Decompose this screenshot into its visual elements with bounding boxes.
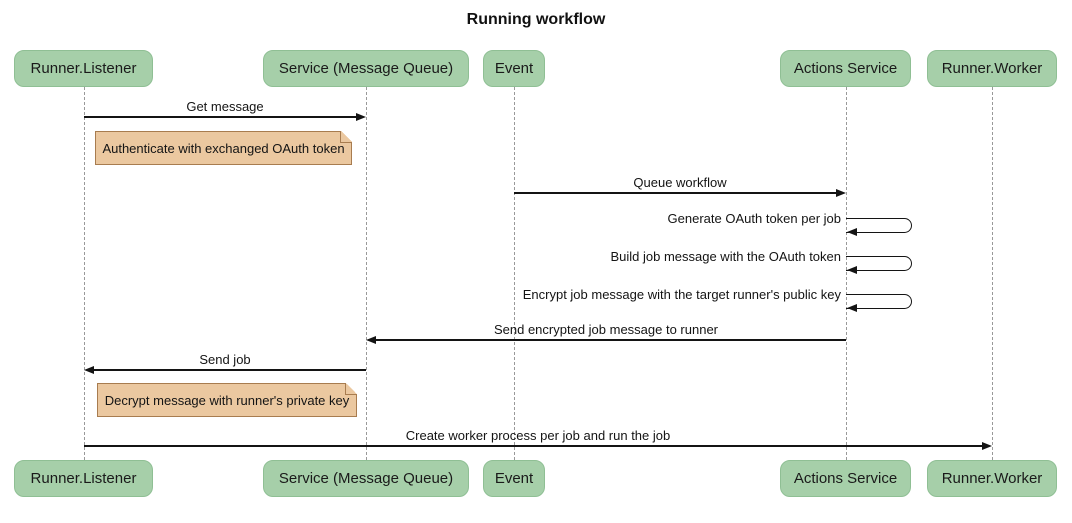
message-label: Queue workflow — [633, 175, 727, 190]
participant-bottom-service-message-queue: Service (Message Queue) — [263, 460, 469, 497]
participant-top-runner-listener: Runner.Listener — [14, 50, 153, 87]
message-label: Send encrypted job message to runner — [493, 322, 719, 337]
message-label: Build job message with the OAuth token — [610, 249, 841, 264]
arrowhead-left-icon — [847, 303, 857, 312]
self-loop — [846, 294, 912, 309]
lifeline-event — [514, 87, 515, 460]
arrowhead-left-icon — [847, 265, 857, 274]
diagram-title: Running workflow — [466, 11, 606, 28]
participant-bottom-runner-listener: Runner.Listener — [14, 460, 153, 497]
participant-bottom-runner-worker: Runner.Worker — [927, 460, 1057, 497]
message-arrow-line — [514, 192, 838, 194]
self-loop — [846, 218, 912, 233]
message-label: Send job — [199, 352, 251, 367]
message-arrow-line — [374, 339, 846, 341]
message-arrow-line — [92, 369, 366, 371]
lifeline-runner-listener — [84, 87, 85, 460]
note-fold-icon — [345, 383, 357, 395]
message-label: Create worker process per job and run th… — [405, 428, 671, 443]
lifeline-actions-service — [846, 87, 847, 460]
message-label: Get message — [186, 99, 264, 114]
participant-top-event: Event — [483, 50, 545, 87]
arrowhead-right-icon — [982, 441, 992, 450]
participant-bottom-event: Event — [483, 460, 545, 497]
arrowhead-left-icon — [366, 335, 376, 344]
message-label: Encrypt job message with the target runn… — [522, 287, 841, 302]
arrowhead-left-icon — [847, 227, 857, 236]
message-label: Generate OAuth token per job — [667, 211, 841, 226]
lifeline-service-message-queue — [366, 87, 367, 460]
participant-top-service-message-queue: Service (Message Queue) — [263, 50, 469, 87]
message-arrow-line — [84, 116, 358, 118]
participant-top-runner-worker: Runner.Worker — [927, 50, 1057, 87]
arrowhead-right-icon — [356, 112, 366, 121]
arrowhead-right-icon — [836, 188, 846, 197]
note: Authenticate with exchanged OAuth token — [95, 131, 352, 165]
message-arrow-line — [84, 445, 984, 447]
note-fold-icon — [340, 131, 352, 143]
self-loop — [846, 256, 912, 271]
lifeline-runner-worker — [992, 87, 993, 460]
note-label: Authenticate with exchanged OAuth token — [102, 140, 345, 156]
participant-bottom-actions-service: Actions Service — [780, 460, 911, 497]
participant-top-actions-service: Actions Service — [780, 50, 911, 87]
note-label: Decrypt message with runner's private ke… — [104, 392, 350, 408]
arrowhead-left-icon — [84, 365, 94, 374]
note: Decrypt message with runner's private ke… — [97, 383, 357, 417]
